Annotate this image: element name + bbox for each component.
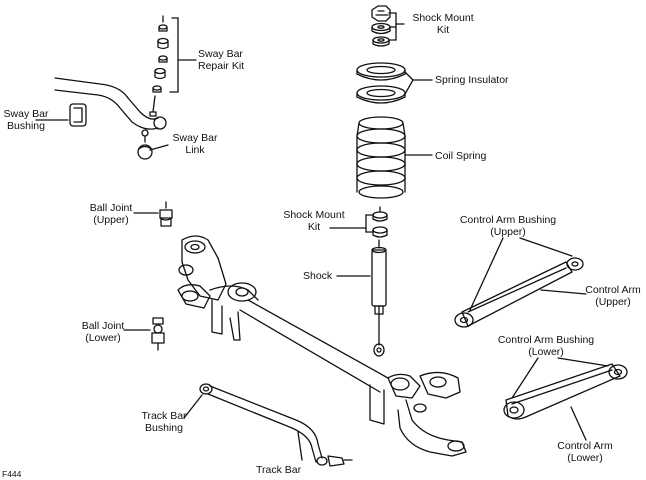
label-line: Sway Bar bbox=[3, 108, 49, 120]
lower-control-arm-parts bbox=[503, 357, 628, 441]
label-line: Shock bbox=[303, 270, 333, 282]
label-line: Control Arm bbox=[585, 284, 641, 296]
label-line: (Upper) bbox=[595, 296, 631, 308]
label-line: Kit bbox=[436, 24, 450, 36]
label-line: (Lower) bbox=[567, 452, 603, 464]
label-coil-spring: Coil Spring bbox=[435, 150, 486, 162]
shock-mount-kit-lower-parts bbox=[329, 206, 388, 238]
label-line: Sway Bar bbox=[198, 48, 243, 60]
label-ball-joint-lower: Ball Joint (Lower) bbox=[76, 320, 130, 344]
label-line: Link bbox=[185, 144, 205, 156]
label-control-arm-lower: Control Arm (Lower) bbox=[552, 440, 618, 464]
upper-control-arm-parts bbox=[454, 237, 587, 328]
label-line: Kit bbox=[307, 221, 321, 233]
label-ball-joint-upper: Ball Joint (Upper) bbox=[84, 202, 138, 226]
label-line: Control Arm bbox=[557, 440, 613, 452]
label-line: Coil Spring bbox=[435, 150, 487, 162]
label-line: (Upper) bbox=[490, 226, 526, 238]
label-line: Sway Bar bbox=[172, 132, 218, 144]
label-sway-bar-link: Sway Bar Link bbox=[168, 132, 222, 156]
shock-mount-kit-top-parts bbox=[371, 5, 405, 47]
label-track-bar-bushing: Track Bar Bushing bbox=[136, 410, 192, 434]
ball-joint-lower-parts bbox=[123, 317, 165, 351]
label-line: (Lower) bbox=[528, 346, 564, 358]
label-line: Shock Mount bbox=[283, 209, 345, 221]
figure-id: F444 bbox=[2, 469, 22, 479]
sway-bar-link-parts bbox=[137, 129, 169, 160]
label-line: (Upper) bbox=[93, 214, 129, 226]
label-line: Ball Joint bbox=[81, 320, 125, 332]
label-shock: Shock bbox=[303, 270, 332, 282]
label-line: Track Bar bbox=[256, 464, 302, 476]
label-line: Shock Mount bbox=[412, 12, 474, 24]
label-line: Control Arm Bushing bbox=[497, 334, 595, 346]
label-sway-bar-repair-kit: Sway Bar Repair Kit bbox=[198, 48, 244, 72]
shock-absorber-parts bbox=[336, 239, 387, 357]
sway-bar-repair-kit-parts bbox=[149, 15, 197, 117]
label-line: Bushing bbox=[145, 422, 183, 434]
sway-bar-parts bbox=[35, 77, 167, 130]
label-line: Bushing bbox=[7, 120, 45, 132]
label-line: Ball Joint bbox=[89, 202, 133, 214]
label-sway-bar-bushing: Sway Bar Bushing bbox=[0, 108, 52, 132]
label-shock-mount-kit-lower: Shock Mount Kit bbox=[280, 209, 348, 233]
ball-joint-upper-parts bbox=[133, 201, 173, 227]
label-line: (Lower) bbox=[85, 332, 121, 344]
label-control-arm-bushing-upper: Control Arm Bushing (Upper) bbox=[448, 214, 568, 238]
label-spring-insulator: Spring Insulator bbox=[435, 74, 509, 86]
label-control-arm-upper: Control Arm (Upper) bbox=[580, 284, 646, 308]
label-line: Control Arm Bushing bbox=[459, 214, 557, 226]
label-track-bar: Track Bar bbox=[256, 464, 301, 476]
label-line: Track Bar bbox=[141, 410, 187, 422]
spring-insulator-parts bbox=[356, 62, 433, 104]
coil-spring-parts bbox=[356, 116, 433, 199]
label-line: Spring Insulator bbox=[435, 74, 509, 86]
label-line: Repair Kit bbox=[198, 60, 245, 72]
front-axle-parts bbox=[177, 235, 467, 457]
track-bar-parts bbox=[183, 383, 353, 467]
label-control-arm-bushing-lower: Control Arm Bushing (Lower) bbox=[486, 334, 606, 358]
label-shock-mount-kit-top: Shock Mount Kit bbox=[404, 12, 482, 36]
